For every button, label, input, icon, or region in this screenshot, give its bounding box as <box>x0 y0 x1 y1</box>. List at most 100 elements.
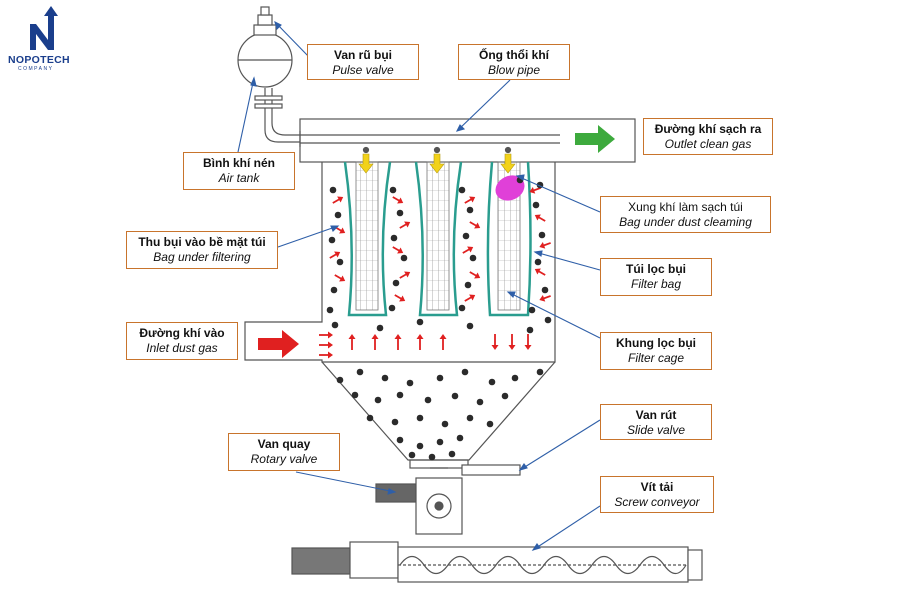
dust-particle-icon <box>328 236 336 244</box>
dust-particle-icon <box>336 258 344 266</box>
dust-particle-icon <box>391 418 399 426</box>
airflow-arrow-icon <box>469 221 481 229</box>
dust-particle-icon <box>538 231 546 239</box>
dust-particle-icon <box>424 396 432 404</box>
dust-particle-icon <box>476 398 484 406</box>
rotary-valve <box>375 464 521 535</box>
dust-particle-icon <box>331 321 339 329</box>
dust-particle-icon <box>511 374 519 382</box>
airflow-arrow-icon <box>416 334 424 350</box>
airflow-arrow-icon <box>371 334 379 350</box>
dust-particle-icon <box>416 442 424 450</box>
dust-particle-icon <box>458 304 466 312</box>
filter-cage-1 <box>355 161 379 311</box>
dust-particle-icon <box>528 306 536 314</box>
label-slide-valve: Van rút Slide valve <box>600 404 712 440</box>
dust-particle-icon <box>396 436 404 444</box>
dust-particle-icon <box>334 211 342 219</box>
dust-particle-icon <box>448 450 456 458</box>
dust-particle-icon <box>462 232 470 240</box>
airflow-arrow-icon <box>462 246 474 254</box>
dust-particles <box>326 176 552 461</box>
airflow-arrow-icon <box>399 221 411 229</box>
dust-particle-icon <box>461 368 469 376</box>
dust-particle-icon <box>458 186 466 194</box>
airflow-arrow-icon <box>399 271 411 279</box>
filter-bag-3 <box>486 161 532 317</box>
airflow-arrows <box>319 187 551 359</box>
dust-particle-icon <box>466 322 474 330</box>
dust-particle-icon <box>501 392 509 400</box>
airflow-arrow-icon <box>319 341 333 349</box>
label-air-tank: Bình khí nén Air tank <box>183 152 295 190</box>
filter-bag-2 <box>414 161 463 317</box>
dust-particle-icon <box>441 420 449 428</box>
label-pulse-valve: Van rũ bụi Pulse valve <box>307 44 419 80</box>
leader-lines <box>237 20 601 551</box>
dust-particle-icon <box>466 206 474 214</box>
dust-particle-icon <box>408 451 416 459</box>
airflow-arrow-icon <box>329 251 341 259</box>
airflow-arrow-icon <box>539 295 551 302</box>
filter-cage-2 <box>426 161 450 311</box>
airflow-arrow-icon <box>524 334 532 350</box>
pulse-arrow-icon <box>500 153 516 174</box>
airflow-arrow-icon <box>394 294 406 302</box>
dust-particle-icon <box>541 286 549 294</box>
airflow-arrow-icon <box>534 214 546 222</box>
dust-particle-icon <box>536 368 544 376</box>
logo-mark-icon <box>30 6 58 50</box>
dust-particle-icon <box>329 186 337 194</box>
dust-particle-icon <box>388 304 396 312</box>
airflow-arrow-icon <box>439 334 447 350</box>
filter-bags <box>343 161 532 317</box>
dust-particle-icon <box>416 318 424 326</box>
label-inlet: Đường khí vào Inlet dust gas <box>126 322 238 360</box>
dust-particle-icon <box>400 254 408 262</box>
dust-particle-icon <box>336 376 344 384</box>
label-bag-filtering: Thu bụi vào bề mặt túi Bag under filteri… <box>126 231 278 269</box>
label-bag-cleaning: Xung khí làm sạch túi Bag under dust cle… <box>600 196 771 233</box>
airflow-arrow-icon <box>469 271 481 279</box>
dust-particle-icon <box>351 391 359 399</box>
airflow-arrow-icon <box>529 187 541 194</box>
dust-particle-icon <box>376 324 384 332</box>
dust-particle-icon <box>396 391 404 399</box>
dust-particle-icon <box>526 326 534 334</box>
logo-brand: NOPOTECH <box>8 54 70 66</box>
airflow-arrow-icon <box>332 196 344 204</box>
airflow-arrow-icon <box>539 242 551 249</box>
airflow-arrow-icon <box>491 334 499 350</box>
dust-particle-icon <box>392 279 400 287</box>
dust-particle-icon <box>451 392 459 400</box>
airflow-arrow-icon <box>534 268 546 276</box>
filter-bag-1 <box>343 161 392 317</box>
dust-particle-icon <box>374 396 382 404</box>
label-filter-cage: Khung lọc bụi Filter cage <box>600 332 712 370</box>
airflow-arrow-icon <box>392 196 404 204</box>
dust-particle-icon <box>356 368 364 376</box>
dust-particle-icon <box>389 186 397 194</box>
dust-particle-icon <box>464 281 472 289</box>
dust-particle-icon <box>390 234 398 242</box>
dust-particle-icon <box>330 286 338 294</box>
dust-particle-icon <box>486 420 494 428</box>
pulse-arrows <box>358 153 516 174</box>
dust-particle-icon <box>366 414 374 422</box>
airflow-arrow-icon <box>464 294 476 302</box>
label-outlet: Đường khí sạch ra Outlet clean gas <box>643 118 773 155</box>
dust-particle-icon <box>396 209 404 217</box>
airflow-arrow-icon <box>319 331 333 339</box>
pulse-arrow-icon <box>429 153 445 174</box>
dust-particle-icon <box>436 374 444 382</box>
dust-particle-icon <box>544 316 552 324</box>
screw-conveyor <box>291 541 703 583</box>
nopotech-logo: NOPOTECH COMPANY <box>6 6 76 72</box>
airflow-arrow-icon <box>394 334 402 350</box>
air-tank <box>237 6 300 143</box>
dust-particle-icon <box>381 374 389 382</box>
clean-gas-arrow-icon <box>575 125 615 153</box>
pulse-arrow-icon <box>358 153 374 174</box>
label-rotary-valve: Van quay Rotary valve <box>228 433 340 471</box>
